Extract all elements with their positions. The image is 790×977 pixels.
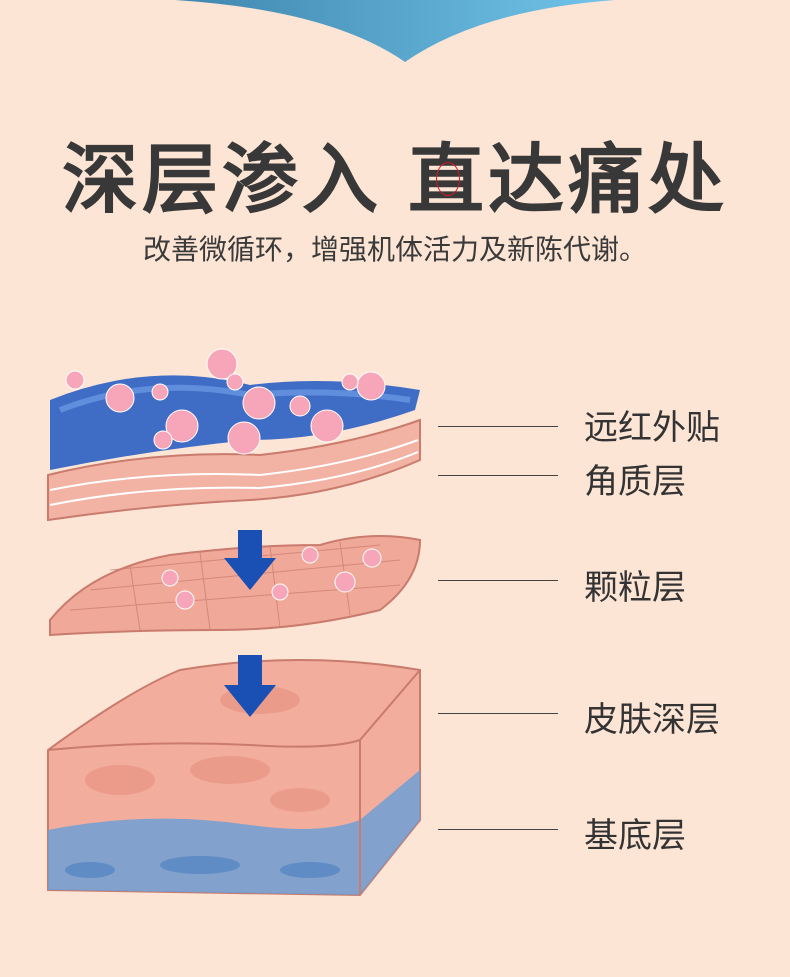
down-arrow-icon: [224, 655, 276, 717]
leader-line: [438, 829, 558, 830]
label-deep-skin: 皮肤深层: [584, 700, 720, 740]
leader-line: [438, 713, 558, 714]
granular-layer: [49, 535, 422, 637]
label-granular-layer: 颗粒层: [584, 568, 686, 608]
label-basal-layer: 基底层: [584, 816, 686, 856]
down-arrow-icon: [224, 530, 276, 590]
subtitle: 改善微循环，增强机体活力及新陈代谢。: [142, 233, 647, 266]
leader-line: [438, 580, 558, 581]
deep-skin-block: [47, 659, 421, 897]
top-banner-shape: [175, 0, 615, 62]
stratum-corneum-layer: [47, 418, 421, 522]
leader-line: [438, 426, 558, 427]
leader-line: [438, 475, 558, 476]
red-circle-mark: [436, 162, 460, 196]
page-title: 深层渗入直达痛处: [62, 135, 728, 224]
label-far-infrared-patch: 远红外贴: [584, 408, 720, 448]
label-stratum-corneum: 角质层: [584, 462, 686, 502]
bubbles: [65, 348, 386, 455]
skin-layers-illustration: [47, 348, 422, 897]
